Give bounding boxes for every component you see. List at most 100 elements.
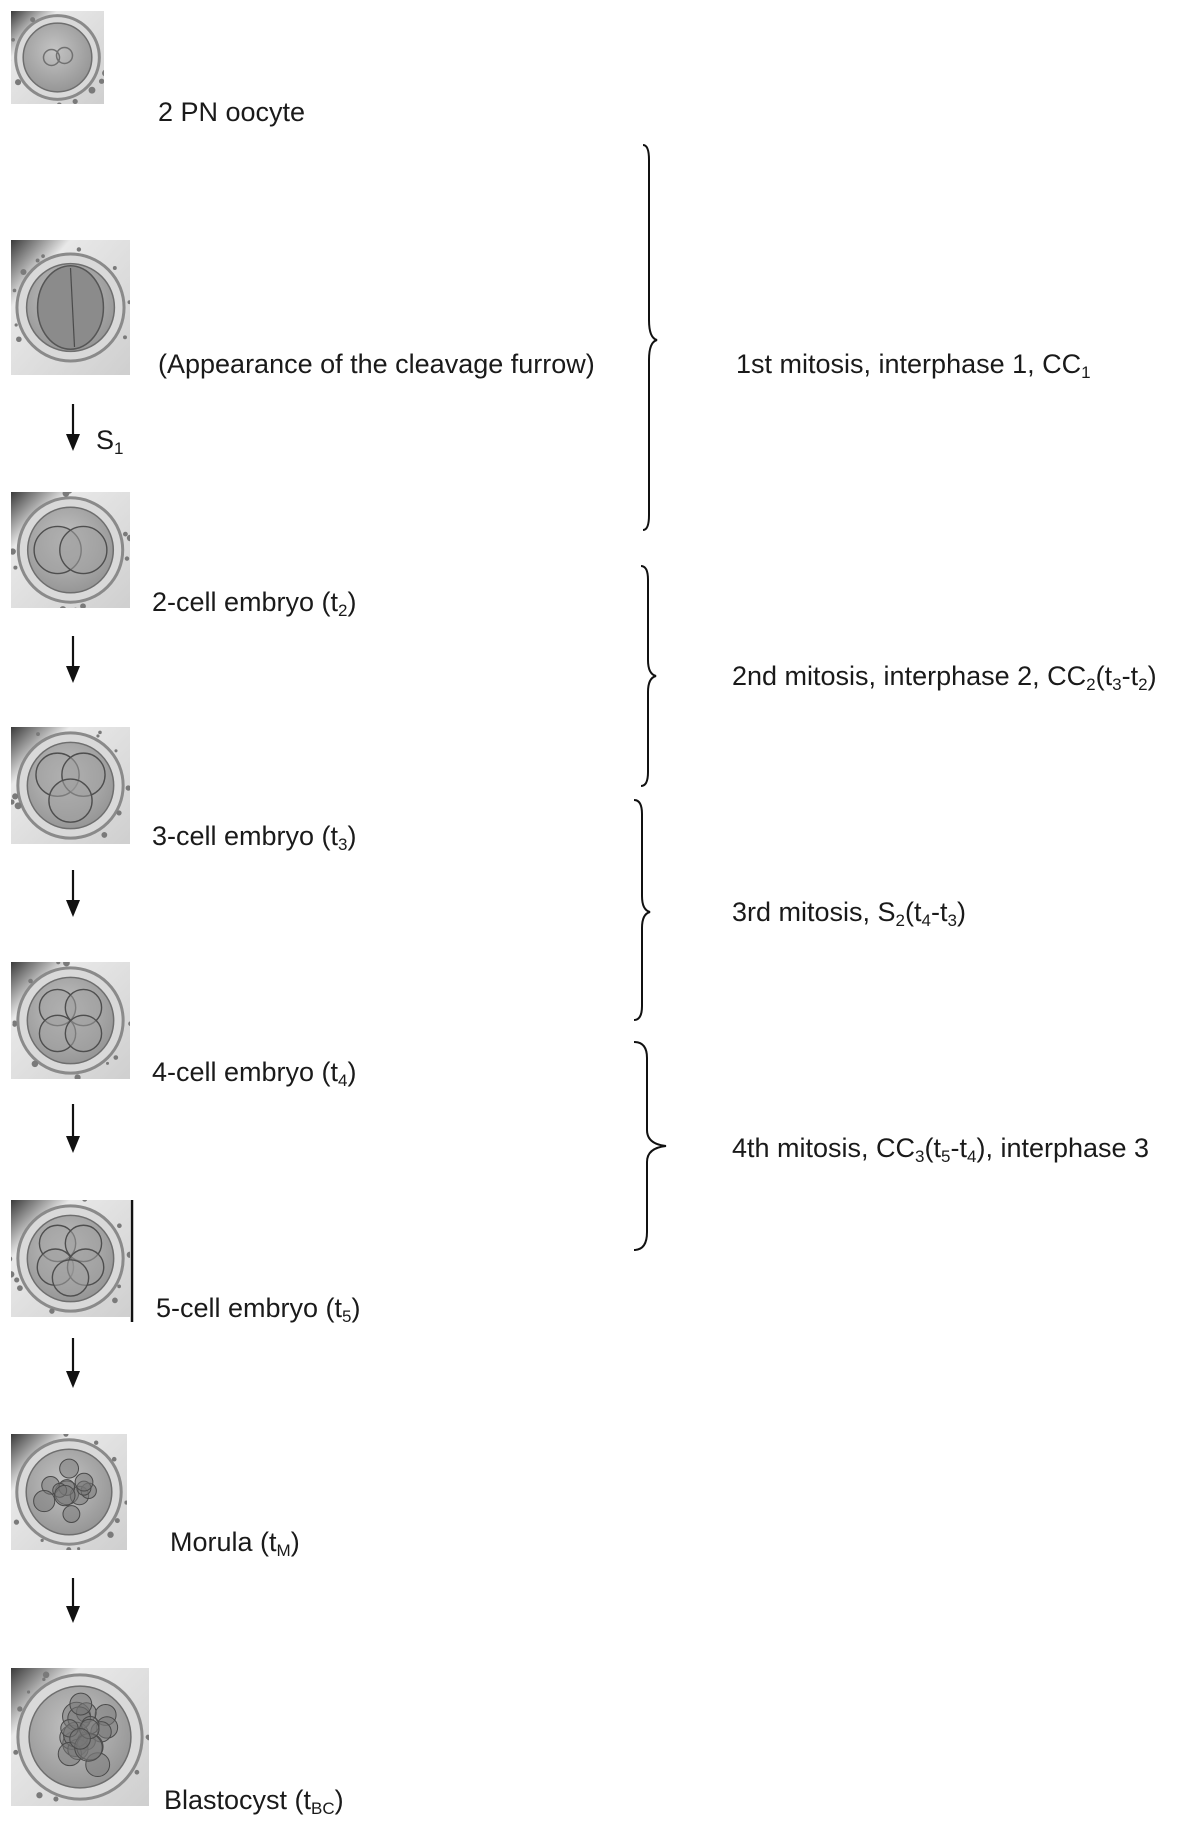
- cumulus-granule: [117, 1284, 122, 1289]
- cumulus-granule: [124, 1500, 127, 1505]
- cumulus-granule: [72, 98, 78, 104]
- blastomere: [48, 778, 93, 823]
- phase-text: -t: [1121, 661, 1139, 691]
- cumulus-granule: [14, 79, 22, 86]
- cumulus-granule: [17, 1706, 23, 1712]
- brace-phase-4: [633, 1041, 667, 1251]
- cumulus-granule: [49, 1308, 55, 1314]
- cumulus-granule: [56, 102, 62, 104]
- cumulus-granule: [13, 1519, 20, 1525]
- cell-cluster: [33, 1490, 56, 1513]
- micrograph-blastocyst: [11, 1668, 149, 1806]
- cumulus-granule: [123, 531, 128, 537]
- cumulus-granule: [14, 802, 22, 810]
- micrograph-2-cell-embryo: [11, 492, 130, 608]
- arrow-2cell-to-3cell: [66, 636, 80, 683]
- phase-subscript: 2: [1138, 675, 1148, 694]
- phase-text: 1st mitosis, interphase 1, CC: [736, 349, 1082, 379]
- phase-subscript: 4: [966, 1147, 977, 1166]
- phase-subscript: 4: [921, 911, 931, 930]
- phase-subscript: 5: [941, 1147, 951, 1166]
- label-blastocyst: Blastocyst (tBC): [164, 1785, 344, 1818]
- cumulus-granule: [12, 1022, 17, 1027]
- phase-text: -t: [930, 897, 948, 927]
- cumulus-granule: [53, 1796, 59, 1802]
- blastomere: [51, 1259, 90, 1297]
- cumulus-granule: [128, 1021, 130, 1027]
- phase-text: 3rd mitosis, S: [732, 897, 896, 927]
- cell-cluster: [74, 1472, 94, 1492]
- micrograph-4-cell-embryo: [11, 962, 130, 1079]
- phase-text: 2nd mitosis, interphase 2, CC: [732, 661, 1087, 691]
- label-3-cell-embryo: 3-cell embryo (t3): [152, 821, 357, 854]
- label-2-cell-embryo: 2-cell embryo (t2): [152, 587, 357, 620]
- cumulus-granule: [106, 1061, 110, 1065]
- cumulus-granule: [11, 1256, 13, 1262]
- cumulus-granule: [28, 978, 33, 984]
- cumulus-granule: [14, 1277, 20, 1283]
- cumulus-granule: [36, 1792, 43, 1799]
- blastomere: [64, 1014, 103, 1053]
- cumulus-granule: [80, 603, 86, 608]
- arrow-4cell-to-5cell: [66, 1104, 80, 1153]
- cumulus-granule: [112, 1297, 118, 1304]
- cumulus-granule: [134, 1769, 140, 1775]
- phase-text: ): [956, 897, 966, 927]
- cumulus-granule: [13, 1749, 19, 1755]
- arrow-3cell-to-4cell: [66, 870, 80, 917]
- cumulus-granule: [59, 606, 66, 608]
- cumulus-granule: [14, 323, 18, 327]
- cumulus-granule: [16, 1285, 23, 1292]
- cumulus-granule: [11, 1271, 15, 1278]
- cumulus-granule: [35, 258, 40, 263]
- brace-phase-3: [633, 799, 651, 1021]
- cumulus-granule: [76, 247, 82, 252]
- cumulus-granule: [36, 732, 40, 737]
- cell-cluster: [69, 1728, 91, 1750]
- cell-cluster: [62, 1505, 81, 1523]
- phase-subscript: 2: [1086, 675, 1096, 694]
- phase-label-3rd-mitosis: 3rd mitosis, S2(t4-t3): [732, 896, 966, 930]
- phase-text: -t: [950, 1133, 967, 1163]
- cumulus-granule: [40, 1538, 44, 1543]
- cumulus-granule: [11, 37, 15, 42]
- label-cleavage-furrow: (Appearance of the cleavage furrow): [158, 349, 595, 379]
- phase-label-1st-mitosis: 1st mitosis, interphase 1, CC1: [736, 348, 1091, 382]
- cumulus-granule: [101, 832, 108, 838]
- cumulus-granule: [114, 1518, 120, 1524]
- cumulus-granule: [117, 1223, 122, 1229]
- cumulus-granule: [127, 300, 130, 305]
- cumulus-granule: [31, 1060, 39, 1068]
- cumulus-granule: [20, 268, 27, 275]
- cumulus-granule: [12, 288, 17, 293]
- cumulus-granule: [88, 86, 96, 94]
- micrograph-morula: [11, 1434, 127, 1550]
- micrograph-3-cell-embryo: [11, 727, 130, 844]
- cumulus-granule: [116, 810, 122, 816]
- cumulus-granule: [126, 534, 130, 542]
- phase-text: (t: [905, 897, 922, 927]
- cumulus-granule: [77, 1547, 81, 1550]
- cumulus-granule: [98, 730, 102, 735]
- cumulus-granule: [11, 548, 16, 555]
- label-5-cell-embryo: 5-cell embryo (t5): [156, 1293, 361, 1326]
- cumulus-granule: [82, 1200, 88, 1202]
- cumulus-granule: [124, 556, 130, 561]
- cumulus-granule: [126, 1251, 130, 1258]
- cumulus-granule: [102, 70, 104, 77]
- label-2pn-oocyte: 2 PN oocyte: [158, 97, 306, 127]
- cumulus-granule: [93, 1440, 99, 1445]
- phase-subscript: 1: [1081, 363, 1091, 382]
- cumulus-granule: [42, 1677, 46, 1682]
- phase-label-2nd-mitosis: 2nd mitosis, interphase 2, CC2(t3-t2): [732, 660, 1157, 694]
- phase-subscript: 2: [895, 911, 906, 930]
- cumulus-granule: [66, 1547, 72, 1550]
- micrograph-2pn-oocyte: [11, 11, 104, 104]
- phase-text: 4th mitosis, CC: [732, 1133, 916, 1163]
- label-4-cell-embryo: 4-cell embryo (t4): [152, 1057, 357, 1090]
- cumulus-granule: [63, 1434, 69, 1437]
- pronucleus: [55, 46, 74, 65]
- cumulus-granule: [147, 1736, 149, 1741]
- micrograph-cleavage-furrow: [11, 240, 130, 375]
